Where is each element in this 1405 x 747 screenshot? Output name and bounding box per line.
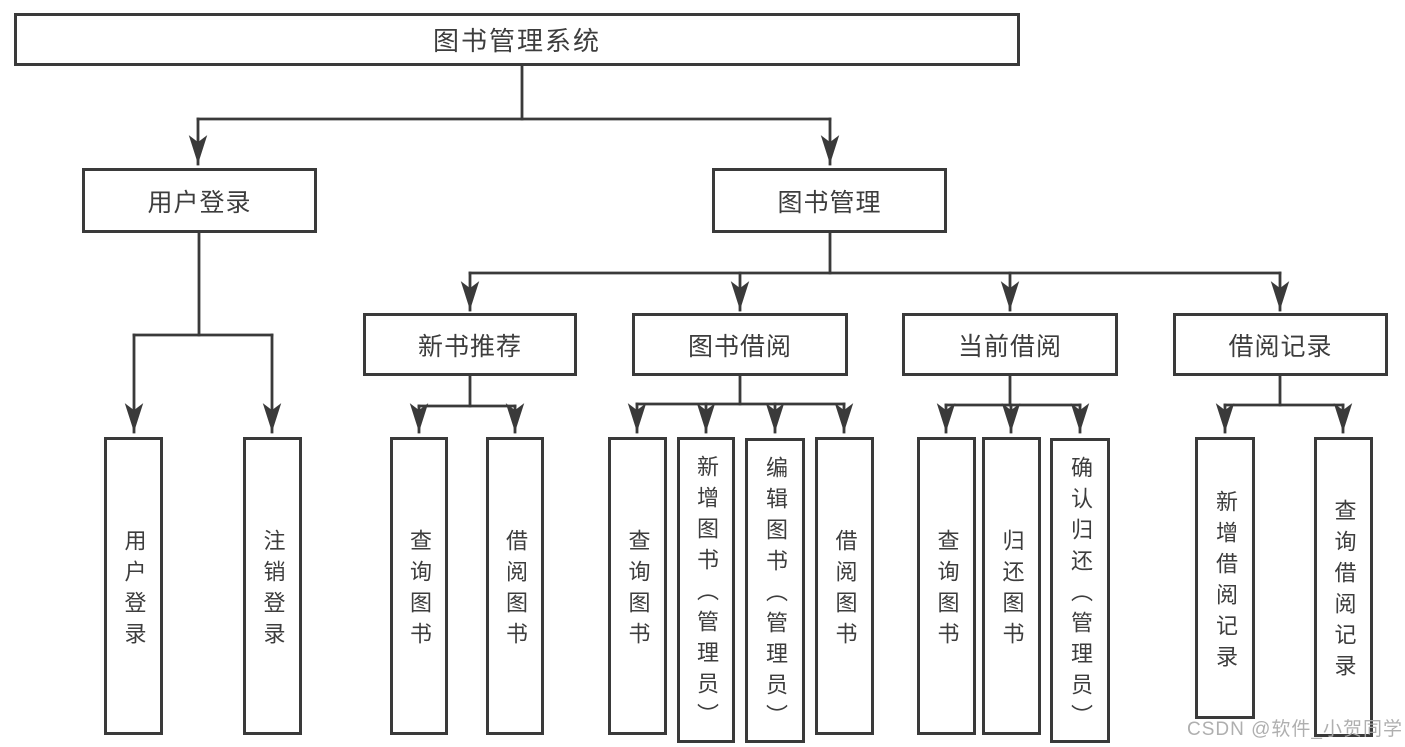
leaf-query-borrow-record: 查询借阅记录 <box>1314 437 1373 737</box>
node-root: 图书管理系统 <box>14 13 1020 66</box>
leaf-confirm-return-admin: 确认归还（管理员） <box>1050 438 1110 743</box>
leaf-query-books-recommend: 查询图书 <box>390 437 448 735</box>
node-borrowing-records: 借阅记录 <box>1173 313 1388 376</box>
node-user-login: 用户登录 <box>82 168 317 233</box>
node-book-management: 图书管理 <box>712 168 947 233</box>
leaf-logout: 注销登录 <box>243 437 302 735</box>
leaf-query-books-current: 查询图书 <box>917 437 976 735</box>
node-current-borrowing: 当前借阅 <box>902 313 1118 376</box>
leaf-query-books-borrowing: 查询图书 <box>608 437 667 735</box>
leaf-user-login: 用户登录 <box>104 437 163 735</box>
watermark: CSDN @软件_小贺同学 <box>1187 719 1403 740</box>
leaf-add-borrow-record: 新增借阅记录 <box>1195 437 1255 719</box>
leaf-return-books: 归还图书 <box>982 437 1041 735</box>
node-book-borrowing: 图书借阅 <box>632 313 848 376</box>
leaf-edit-books-admin: 编辑图书（管理员） <box>745 438 805 743</box>
leaf-borrow-books-borrowing: 借阅图书 <box>815 437 874 735</box>
node-new-book-recommend: 新书推荐 <box>363 313 577 376</box>
leaf-add-books-admin: 新增图书（管理员） <box>677 437 735 743</box>
leaf-borrow-books-recommend: 借阅图书 <box>486 437 544 735</box>
